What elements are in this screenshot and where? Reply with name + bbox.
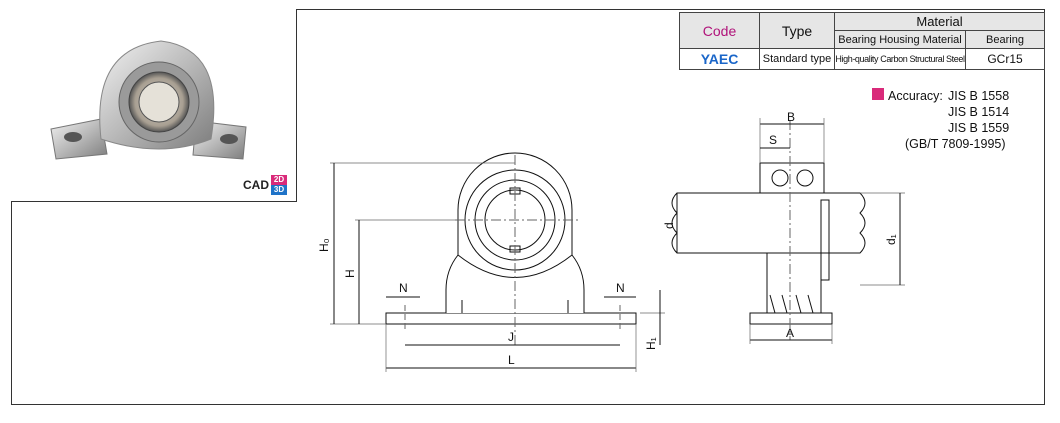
accuracy-standard: JIS B 1514	[948, 105, 1010, 119]
accuracy-label: Accuracy:	[888, 89, 943, 103]
side-view	[671, 118, 905, 344]
dim-label-H0: H₀	[317, 238, 331, 252]
dim-label-d: d	[662, 222, 676, 229]
code-header: Code	[679, 12, 760, 49]
accuracy-standard: JIS B 1558	[948, 89, 1010, 103]
accuracy-marker-icon	[872, 88, 884, 100]
dim-label-L: L	[508, 353, 515, 367]
material-header: Material	[834, 12, 1045, 31]
code-cell[interactable]: YAEC	[679, 48, 760, 70]
table-row: YAEC Standard type High-quality Carbon S…	[679, 48, 1045, 70]
accuracy-block: Accuracy: JIS B 1558 JIS B 1514 JIS B 15…	[870, 88, 1045, 152]
cad-3d-option[interactable]: 3D	[271, 185, 287, 195]
accuracy-standard: (GB/T 7809-1995)	[905, 137, 1006, 151]
product-photo-panel: CAD 2D 3D	[11, 9, 297, 202]
bearing-cell: GCr15	[965, 48, 1045, 70]
dim-label-N-left: N	[399, 281, 408, 295]
dim-label-B: B	[787, 110, 795, 124]
drawing-frame	[11, 9, 1045, 405]
cad-badge[interactable]: CAD 2D 3D	[243, 175, 287, 195]
dim-label-H: H	[343, 269, 357, 278]
front-view	[330, 152, 665, 372]
dim-label-J: J	[508, 330, 514, 344]
spec-table: Code Type Material Bearing Housing Mater…	[679, 12, 1045, 70]
cad-label: CAD	[243, 178, 269, 192]
dim-label-d1: d₁	[884, 234, 898, 245]
bearing-header: Bearing	[965, 30, 1045, 49]
accuracy-standard: JIS B 1559	[948, 121, 1010, 135]
cad-2d-option[interactable]: 2D	[271, 175, 287, 185]
type-cell: Standard type	[759, 48, 835, 70]
dim-label-A: A	[786, 326, 794, 340]
housing-material-header: Bearing Housing Material	[834, 30, 966, 49]
dim-label-S: S	[769, 133, 777, 147]
product-photo	[50, 40, 247, 160]
dim-label-N-right: N	[616, 281, 625, 295]
dim-label-H1: H₁	[644, 337, 658, 350]
